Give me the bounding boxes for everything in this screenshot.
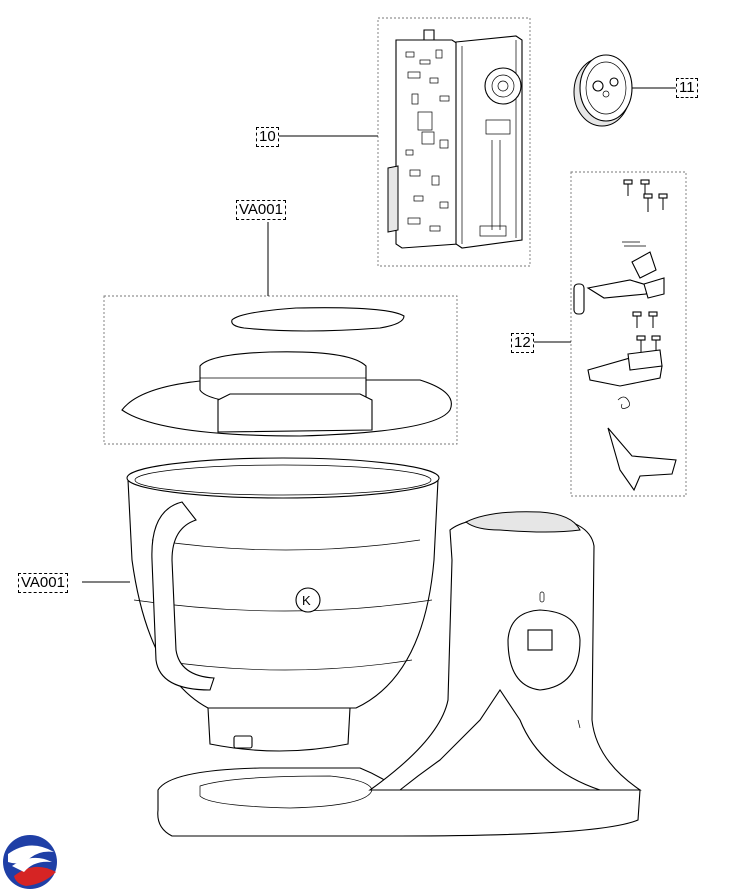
mixing-bowl: K [126, 457, 440, 752]
coupler-disc [573, 54, 633, 127]
brand-k-mark: K [302, 593, 311, 608]
lid-group-box [103, 295, 458, 445]
lid-assembly [121, 307, 452, 437]
callout-lid: VA001 [236, 200, 286, 220]
pcb-board [387, 29, 459, 249]
brand-swirl-logo [3, 835, 57, 889]
callout-bowl: VA001 [18, 573, 68, 593]
callout-pcb: 10 [256, 127, 279, 147]
callout-hardware: 12 [511, 333, 534, 353]
pcb-bracket [455, 35, 523, 249]
pcb-group-box [377, 17, 531, 267]
mixer-stand [157, 511, 642, 837]
callout-coupler: 11 [676, 78, 698, 98]
hardware-parts [573, 179, 677, 492]
hardware-group-box [570, 171, 687, 497]
